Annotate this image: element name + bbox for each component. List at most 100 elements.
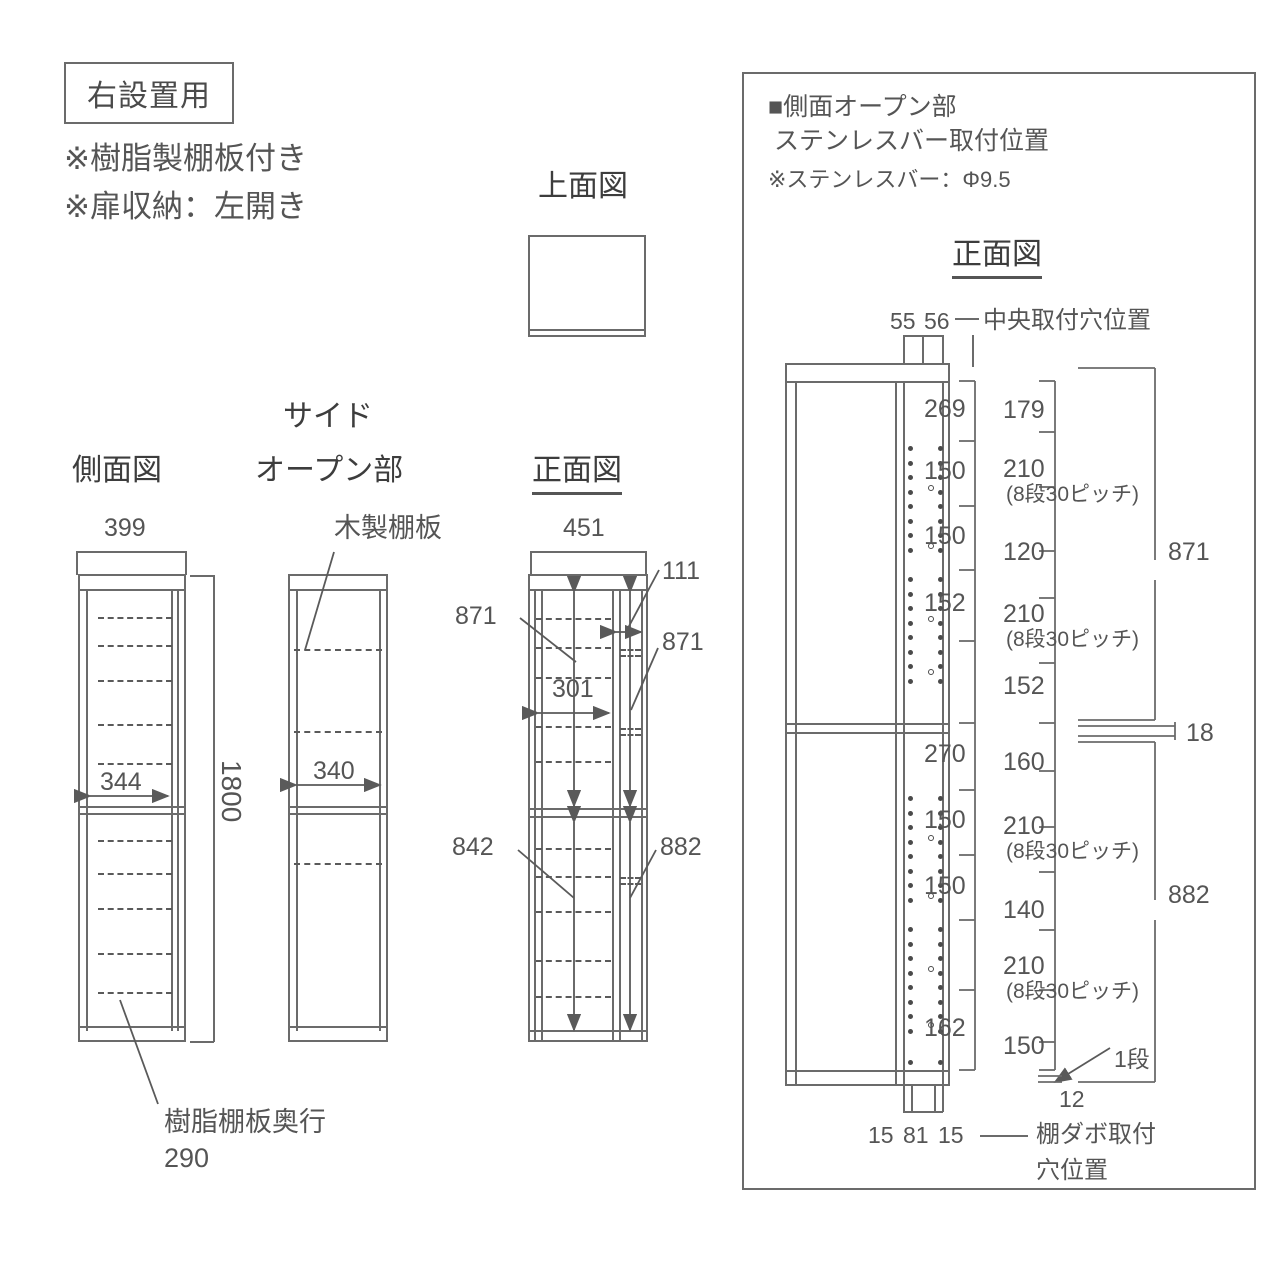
front-view-divider-right-2 xyxy=(619,589,621,1041)
shelf-pin-hole xyxy=(938,620,943,626)
shelf-pin-hole xyxy=(908,956,913,961)
shelf-pin-hole xyxy=(908,796,913,801)
note-resin-shelf: ※樹脂製棚板付き xyxy=(64,141,307,176)
side-view-shelf-dash xyxy=(98,724,172,726)
right-chain-left-dim: 150 xyxy=(924,806,966,834)
shelf-pin-hole xyxy=(908,854,913,859)
side-view-shelf-dash xyxy=(98,680,172,682)
shelf-pin-hole xyxy=(938,956,943,961)
right-chain-left-dim: 270 xyxy=(924,740,966,768)
right-chain-left-dim: 150 xyxy=(924,457,966,485)
shelf-pin-hole xyxy=(938,810,943,816)
one-tier-label: 1段 xyxy=(1114,1046,1150,1072)
shelf-pin-hole xyxy=(908,825,913,830)
wood-shelf-callout: 木製棚板 xyxy=(334,513,442,543)
right-middle-band-label: 18 xyxy=(1186,719,1214,747)
front-view-shelf-dash xyxy=(536,618,611,620)
shelf-pin-hole xyxy=(908,547,913,553)
shelf-pin-hole xyxy=(938,825,943,830)
shelf-pin-hole xyxy=(908,1014,913,1019)
right-chain-right-dim: 210 xyxy=(1003,812,1045,840)
shelf-pin-hole xyxy=(908,810,913,816)
shelf-pin-hole xyxy=(908,489,913,495)
shelf-pin-hole xyxy=(938,970,943,976)
right-front-bottom-stub-3 xyxy=(934,1086,936,1112)
front-view-lower-right-height-label: 882 xyxy=(660,833,702,861)
shelf-pin-hole xyxy=(938,649,943,655)
side-open-inner-right xyxy=(379,589,381,1031)
side-view-inner-width-label: 344 xyxy=(100,768,142,796)
shelf-pin-label-line2: 穴位置 xyxy=(1036,1157,1108,1184)
shelf-pin-hole xyxy=(908,678,913,684)
right-chain-right-dim: 120 xyxy=(1003,538,1045,566)
front-view-side-shelf-dash xyxy=(620,877,641,879)
shelf-pin-hole xyxy=(908,868,913,874)
right-chain-right-dim: 160 xyxy=(1003,748,1045,776)
right-front-top-stub-3 xyxy=(942,335,944,363)
shelf-pin-hole xyxy=(908,649,913,655)
side-view-inner-left xyxy=(86,589,88,1031)
shelf-pin-hole xyxy=(908,577,913,582)
center-mounting-hole xyxy=(928,1022,934,1028)
shelf-pin-hole xyxy=(908,620,913,626)
front-view-upper-left-height-label: 871 xyxy=(455,602,497,630)
shelf-pin-hole xyxy=(938,897,943,903)
side-open-shelf-dash xyxy=(294,863,382,865)
shelf-pin-hole xyxy=(908,883,913,888)
shelf-pin-hole xyxy=(938,927,943,932)
shelf-pin-hole xyxy=(938,460,943,466)
shelf-pin-hole xyxy=(908,475,913,480)
side-view-door-line-2 xyxy=(177,589,179,1031)
shelf-pin-hole xyxy=(938,533,943,538)
front-view-shelf-dash xyxy=(536,876,611,878)
front-view-inner-left xyxy=(541,589,543,1041)
side-view-width-label: 399 xyxy=(104,514,146,542)
front-view-inner-right-edge xyxy=(641,589,643,1041)
shelf-pin-hole xyxy=(938,678,943,684)
front-view-side-shelf-dash xyxy=(620,734,641,736)
right-front-bottom-board xyxy=(787,1070,948,1072)
right-chain-right-dim: 210 xyxy=(1003,455,1045,483)
side-view-bottom-board xyxy=(80,1026,184,1028)
side-view-shelf-dash xyxy=(98,617,172,619)
front-view-title: 正面図 xyxy=(532,452,622,495)
side-view-height-label: 1800 xyxy=(216,760,247,823)
shelf-pin-hole xyxy=(908,897,913,903)
shelf-pin-hole xyxy=(938,868,943,874)
shelf-pin-hole xyxy=(938,518,943,524)
front-view-width-ext-left xyxy=(530,551,532,575)
side-open-top-board xyxy=(290,589,386,591)
side-open-title-2: オープン部 xyxy=(255,454,404,487)
shelf-pin-hole xyxy=(938,839,943,845)
right-chain-right-dim: 150 xyxy=(1003,1032,1045,1060)
top-view-title: 上面図 xyxy=(538,170,628,203)
right-chain-left-dim: 162 xyxy=(924,1014,966,1042)
front-view-gap-label: 111 xyxy=(662,557,701,585)
shelf-pin-hole xyxy=(908,999,913,1005)
shelf-pin-leader xyxy=(980,1135,1028,1137)
side-view-height-ext-bottom xyxy=(190,1041,214,1043)
shelf-pin-hole xyxy=(938,635,943,640)
top-view-front-edge xyxy=(529,329,645,331)
side-view-width-ext-right xyxy=(185,551,187,575)
center-mounting-hole xyxy=(928,616,934,622)
shelf-pin-hole xyxy=(908,533,913,538)
right-chain-right-dim: 140 xyxy=(1003,896,1045,924)
right-panel-top-dim-a: 55 xyxy=(890,308,916,334)
front-view-upper-right-height-label: 871 xyxy=(662,628,704,656)
side-view-shelf-dash xyxy=(98,873,172,875)
shelf-pin-hole xyxy=(938,547,943,553)
front-view-shelf-dash xyxy=(536,726,611,728)
center-mounting-hole xyxy=(928,543,934,549)
right-front-bottom-stub-1 xyxy=(903,1086,905,1112)
front-view-inner-width-label: 301 xyxy=(552,675,594,703)
shelf-pin-hole xyxy=(908,664,913,669)
front-view-divider-left xyxy=(534,589,536,1041)
side-view-mid-shelf-b xyxy=(80,813,184,815)
front-view-mid-shelf-b xyxy=(530,816,646,818)
side-open-shelf-dash xyxy=(294,731,382,733)
side-open-title-1: サイド xyxy=(283,400,373,433)
right-panel-bottom-dim-b: 81 xyxy=(903,1122,929,1148)
side-open-inner-left xyxy=(296,589,298,1031)
front-view-side-shelf-dash xyxy=(620,728,641,730)
